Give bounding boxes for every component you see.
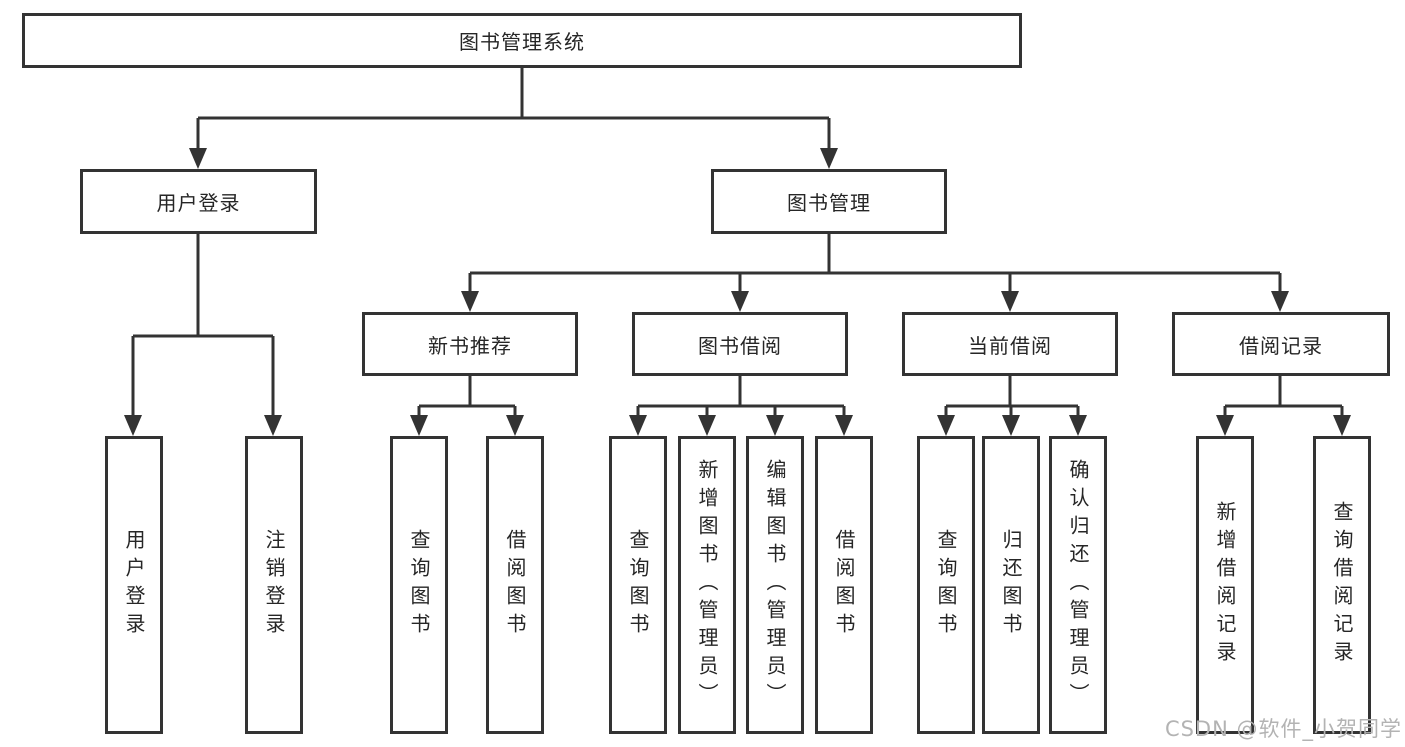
node-current-borrow: 当前借阅 (902, 312, 1118, 376)
node-logout-action-label: 注销登录 (262, 529, 286, 641)
connector-current-to-leaves (937, 376, 1087, 436)
node-current-return: 归还图书 (982, 436, 1040, 734)
node-newbook-borrow-label: 借阅图书 (503, 529, 527, 641)
csdn-watermark: CSDN @软件_小贺同学 (1164, 717, 1402, 741)
node-borrow-borrow-label: 借阅图书 (832, 529, 856, 641)
node-user-login-label: 用户登录 (156, 191, 241, 215)
node-record-query-label: 查询借阅记录 (1330, 501, 1354, 669)
node-book-borrow-label: 图书借阅 (698, 333, 782, 358)
node-borrow-borrow: 借阅图书 (815, 436, 873, 734)
node-borrow-record: 借阅记录 (1172, 312, 1390, 376)
node-newbook-query: 查询图书 (390, 436, 448, 734)
node-record-query: 查询借阅记录 (1313, 436, 1371, 734)
connector-bookmgmt-to-level3 (461, 234, 1289, 312)
node-current-confirm-return-label: 确认归还（管理员） (1066, 459, 1090, 711)
node-root: 图书管理系统 (22, 13, 1022, 68)
node-newbook-borrow: 借阅图书 (486, 436, 544, 734)
node-borrow-edit-label: 编辑图书（管理员） (763, 459, 787, 711)
node-new-book-recommend: 新书推荐 (362, 312, 578, 376)
node-borrow-add-label: 新增图书（管理员） (695, 459, 719, 711)
node-borrow-add: 新增图书（管理员） (678, 436, 736, 734)
connector-userlogin-to-leaves (124, 234, 282, 436)
node-new-book-recommend-label: 新书推荐 (428, 333, 512, 358)
node-book-management: 图书管理 (711, 169, 947, 234)
node-login-action: 用户登录 (105, 436, 163, 734)
node-current-confirm-return: 确认归还（管理员） (1049, 436, 1107, 734)
node-borrow-query-label: 查询图书 (626, 529, 650, 641)
node-borrow-record-label: 借阅记录 (1239, 333, 1323, 358)
node-login-action-label: 用户登录 (122, 529, 146, 641)
node-root-label: 图书管理系统 (459, 30, 585, 54)
node-user-login: 用户登录 (80, 169, 317, 234)
connector-newbook-to-leaves (410, 376, 524, 436)
connector-record-to-leaves (1216, 376, 1351, 436)
node-book-borrow: 图书借阅 (632, 312, 848, 376)
node-current-return-label: 归还图书 (999, 529, 1023, 641)
node-borrow-edit: 编辑图书（管理员） (746, 436, 804, 734)
node-book-management-label: 图书管理 (787, 191, 871, 215)
node-logout-action: 注销登录 (245, 436, 303, 734)
node-current-query: 查询图书 (917, 436, 975, 734)
connector-root-to-level2 (189, 68, 838, 169)
node-current-borrow-label: 当前借阅 (968, 333, 1052, 358)
node-current-query-label: 查询图书 (934, 529, 958, 641)
connector-borrow-to-leaves (629, 376, 853, 436)
node-record-add: 新增借阅记录 (1196, 436, 1254, 734)
node-record-add-label: 新增借阅记录 (1213, 501, 1237, 669)
node-borrow-query: 查询图书 (609, 436, 667, 734)
node-newbook-query-label: 查询图书 (407, 529, 431, 641)
